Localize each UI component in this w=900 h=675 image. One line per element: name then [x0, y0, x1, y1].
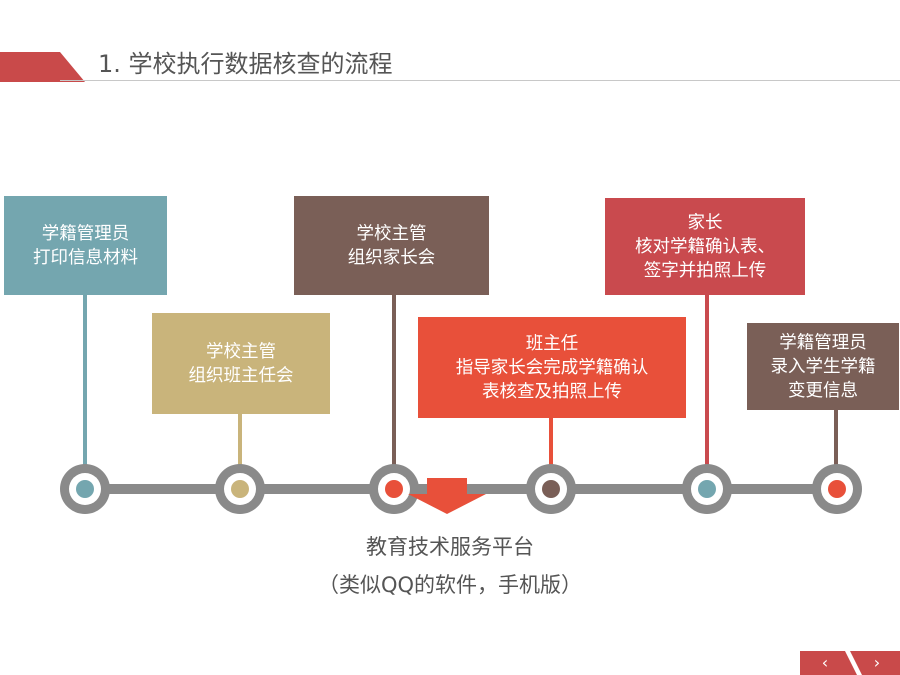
step-2-line-1: 学校主管 [206, 341, 276, 362]
step-6-line-3: 变更信息 [788, 380, 858, 401]
timeline-node-1 [60, 464, 110, 514]
timeline-node-5 [682, 464, 732, 514]
step-4-line-3: 表核查及拍照上传 [482, 381, 622, 402]
step-6-line-2: 录入学生学籍 [770, 356, 876, 377]
step-1-line-2: 打印信息材料 [33, 247, 138, 268]
chevron-left-icon: ‹ [821, 653, 829, 672]
step-2-line-2: 组织班主任会 [188, 365, 294, 386]
step-4-box: 班主任 指导家长会完成学籍确认 表核查及拍照上传 [418, 317, 686, 418]
platform-arrow-head-icon [408, 494, 486, 514]
chevron-right-icon: › [873, 653, 881, 672]
step-5-connector [705, 294, 709, 466]
step-3-connector [392, 294, 396, 466]
step-5-line-3: 签字并拍照上传 [643, 260, 767, 281]
step-1-box: 学籍管理员 打印信息材料 [4, 196, 167, 295]
step-4-line-1: 班主任 [525, 333, 579, 354]
step-3-box: 学校主管 组织家长会 [294, 196, 489, 295]
platform-arrow-icon [427, 478, 467, 494]
step-1-line-1: 学籍管理员 [41, 223, 130, 244]
header-divider [60, 80, 900, 81]
page-title: 1. 学校执行数据核查的流程 [98, 50, 393, 78]
step-4-line-2: 指导家长会完成学籍确认 [455, 357, 649, 378]
step-4-connector [549, 417, 553, 466]
step-6-box: 学籍管理员 录入学生学籍 变更信息 [747, 323, 899, 410]
step-6-connector [834, 409, 838, 466]
step-3-line-2: 组织家长会 [347, 247, 436, 268]
step-3-line-1: 学校主管 [356, 223, 427, 244]
next-slide-button[interactable]: › [862, 651, 892, 675]
step-5-line-1: 家长 [687, 212, 723, 233]
step-1-connector [83, 294, 87, 466]
timeline-node-4 [526, 464, 576, 514]
slide-nav [800, 651, 900, 675]
step-6-line-1: 学籍管理员 [779, 332, 867, 353]
step-5-box: 家长 核对学籍确认表、 签字并拍照上传 [605, 198, 805, 295]
platform-note: （类似QQ的软件，手机版） [317, 573, 583, 597]
step-2-connector [238, 413, 242, 466]
header-accent-bar [0, 52, 85, 82]
prev-slide-button[interactable]: ‹ [810, 651, 840, 675]
step-5-line-2: 核对学籍确认表、 [635, 236, 775, 257]
timeline-node-2 [215, 464, 265, 514]
platform-name: 教育技术服务平台 [366, 535, 534, 559]
timeline-node-6 [812, 464, 862, 514]
step-2-box: 学校主管 组织班主任会 [152, 313, 330, 414]
